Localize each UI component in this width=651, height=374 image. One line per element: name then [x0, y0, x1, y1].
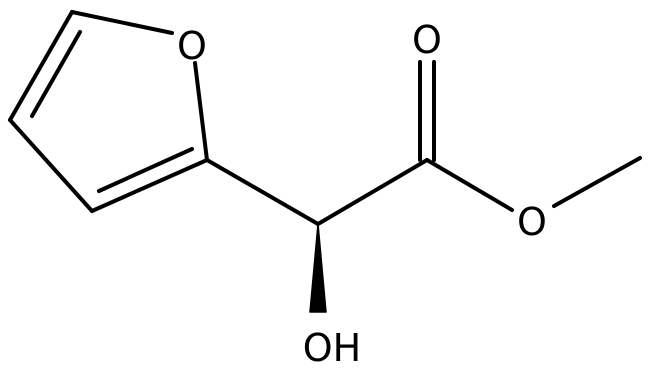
bond-ring-c3-c2	[90, 158, 209, 213]
bond-ring-c4-c3	[8, 118, 94, 213]
side-chain	[205, 60, 642, 313]
bond-ring-c2-o1	[193, 61, 209, 162]
ester-oxygen-label: O	[517, 200, 547, 244]
bond-ring-c5-c4-double	[30, 30, 82, 118]
ring-oxygen-label: O	[177, 24, 207, 68]
hydroxyl-label: OH	[303, 326, 361, 370]
bond-ring-c5-c4	[8, 10, 74, 122]
atom-labels: O O O OH	[177, 18, 547, 370]
carbonyl-oxygen-label: O	[412, 18, 442, 62]
bond-chiral-carbon-carbonyl-carbon	[316, 158, 429, 226]
furan-ring	[8, 10, 209, 213]
bond-c2-chiral-carbon	[205, 158, 320, 226]
bond-carbonyl-carbon-ester-oxygen	[425, 158, 514, 212]
bond-ring-o1-c5	[70, 10, 174, 35]
bond-ring-c3-c2-double	[97, 147, 194, 193]
stereo-wedge-bond	[309, 223, 327, 313]
bond-ester-oxygen-methyl	[552, 156, 642, 208]
